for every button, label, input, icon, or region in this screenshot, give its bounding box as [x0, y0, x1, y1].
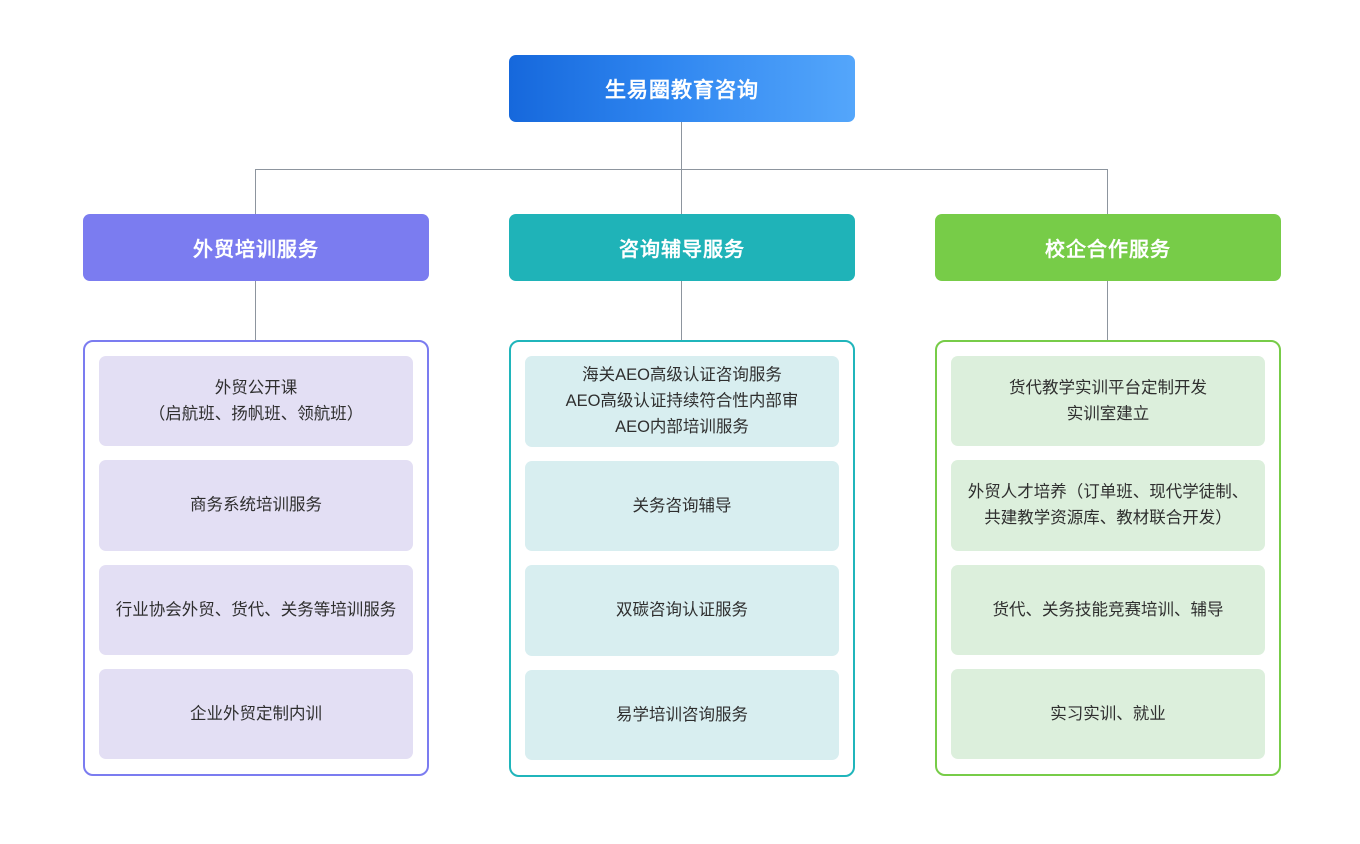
leaf-card[interactable]: 企业外贸定制内训	[99, 668, 413, 759]
branch-body-trade-training: 外贸公开课 （启航班、扬帆班、领航班） 商务系统培训服务 行业协会外贸、货代、关…	[83, 340, 429, 776]
root-node-label: 生易圈教育咨询	[605, 78, 759, 102]
leaf-card[interactable]: 外贸公开课 （启航班、扬帆班、领航班）	[99, 356, 413, 447]
leaf-card[interactable]: 货代教学实训平台定制开发 实训室建立	[951, 356, 1265, 447]
leaf-card[interactable]: 行业协会外贸、货代、关务等培训服务	[99, 564, 413, 655]
leaf-card[interactable]: 关务咨询辅导	[525, 460, 839, 551]
root-node[interactable]: 生易圈教育咨询	[509, 55, 855, 122]
leaf-card[interactable]: 外贸人才培养（订单班、现代学徒制、共建教学资源库、教材联合开发）	[951, 460, 1265, 551]
connector-branch-2-to-body	[681, 281, 682, 340]
connector-branch-3-to-body	[1107, 281, 1108, 340]
connector-drop-branch-1	[255, 169, 256, 214]
leaf-card[interactable]: 实习实训、就业	[951, 668, 1265, 759]
branch-body-school-enterprise: 货代教学实训平台定制开发 实训室建立 外贸人才培养（订单班、现代学徒制、共建教学…	[935, 340, 1281, 776]
branch-header-label: 咨询辅导服务	[619, 239, 745, 261]
branch-header-school-enterprise[interactable]: 校企合作服务	[935, 214, 1281, 281]
leaf-card[interactable]: 双碳咨询认证服务	[525, 565, 839, 656]
branch-column-consulting: 咨询辅导服务 海关AEO高级认证咨询服务 AEO高级认证持续符合性内部审 AEO…	[509, 214, 855, 777]
branch-column-trade-training: 外贸培训服务 外贸公开课 （启航班、扬帆班、领航班） 商务系统培训服务 行业协会…	[83, 214, 429, 776]
leaf-card[interactable]: 海关AEO高级认证咨询服务 AEO高级认证持续符合性内部审 AEO内部培训服务	[525, 356, 839, 447]
branch-body-consulting: 海关AEO高级认证咨询服务 AEO高级认证持续符合性内部审 AEO内部培训服务 …	[509, 340, 855, 777]
branch-header-label: 外贸培训服务	[193, 239, 319, 261]
branch-column-school-enterprise: 校企合作服务 货代教学实训平台定制开发 实训室建立 外贸人才培养（订单班、现代学…	[935, 214, 1281, 776]
connector-branch-1-to-body	[255, 281, 256, 340]
branch-header-consulting[interactable]: 咨询辅导服务	[509, 214, 855, 281]
leaf-card[interactable]: 货代、关务技能竞赛培训、辅导	[951, 564, 1265, 655]
connector-drop-branch-3	[1107, 169, 1108, 214]
branch-header-label: 校企合作服务	[1045, 239, 1171, 261]
leaf-card[interactable]: 易学培训咨询服务	[525, 669, 839, 760]
branch-header-trade-training[interactable]: 外贸培训服务	[83, 214, 429, 281]
leaf-card[interactable]: 商务系统培训服务	[99, 460, 413, 551]
connector-drop-branch-2	[681, 169, 682, 214]
connector-root-down	[681, 122, 682, 170]
